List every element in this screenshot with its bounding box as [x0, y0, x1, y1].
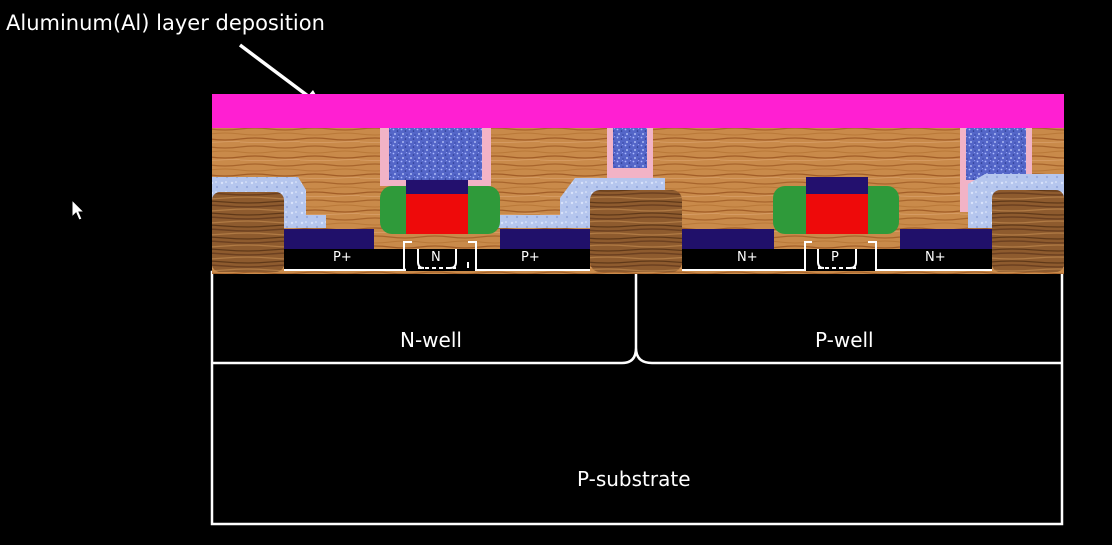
mouse-pointer-icon: [71, 199, 85, 221]
contact-plugs: [380, 128, 1032, 212]
field-oxide: [212, 190, 1064, 272]
pmos-drain-label: P+: [521, 250, 540, 265]
well-boundary: [212, 272, 1062, 365]
nmos-channel-label: P: [831, 250, 839, 265]
nmos-source-label: N+: [737, 250, 758, 265]
active-area: [284, 241, 992, 271]
p-substrate-label: P-substrate: [577, 467, 691, 491]
nmos-gate-cap: [806, 177, 868, 194]
pmos-gate: [380, 180, 500, 234]
annotation-title: Aluminum(Al) layer deposition: [6, 11, 325, 35]
pmos-channel-label: N: [431, 250, 441, 265]
wells-outline: [210, 270, 1064, 526]
n-well-label: N-well: [400, 328, 462, 352]
nmos-poly-gate: [806, 194, 868, 234]
p-well-label: P-well: [815, 328, 874, 352]
pmos-gate-cap: [406, 180, 468, 194]
nmos-drain-label: N+: [925, 250, 946, 265]
aluminum-layer: [212, 94, 1064, 128]
nmos-gate: [773, 177, 899, 234]
diffusion-regions: [284, 229, 992, 249]
pmos-poly-gate: [406, 194, 468, 234]
pmos-source-label: P+: [333, 250, 352, 265]
